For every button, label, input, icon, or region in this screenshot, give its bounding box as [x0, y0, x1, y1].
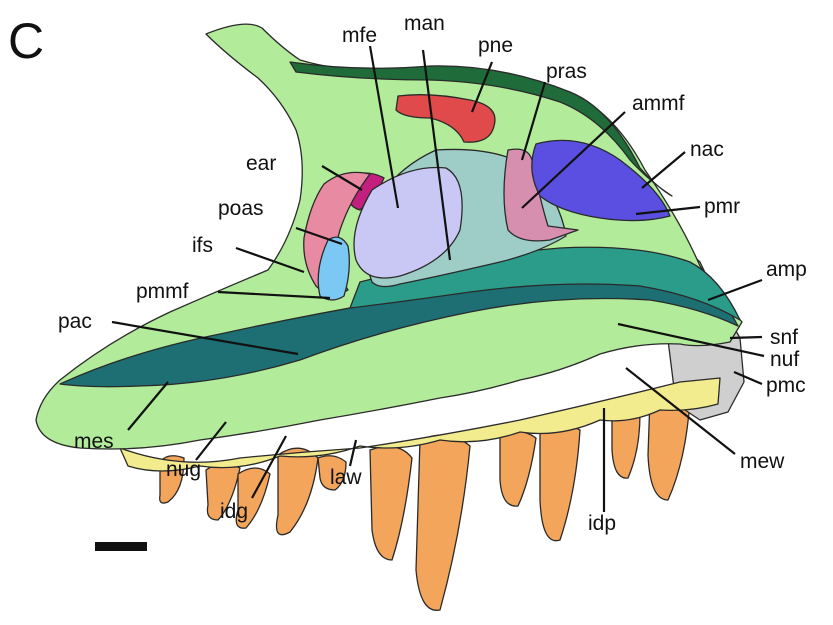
label-nuf: nuf: [770, 348, 799, 371]
label-pne: pne: [478, 34, 513, 57]
tooth: [500, 431, 536, 506]
label-pras: pras: [546, 60, 587, 83]
tooth: [540, 425, 580, 541]
label-nac: nac: [690, 138, 724, 161]
leader-snf: [730, 337, 762, 338]
tooth: [416, 435, 470, 610]
label-amp: amp: [766, 258, 807, 281]
label-poas: poas: [218, 197, 264, 220]
label-ear: ear: [246, 152, 276, 175]
scale-bar: [95, 542, 147, 551]
label-ammf: ammf: [632, 92, 685, 115]
label-pmmf: pmmf: [136, 280, 189, 303]
tooth: [277, 448, 319, 535]
leader-law: [350, 440, 356, 466]
label-idp: idp: [588, 512, 616, 535]
label-idg: idg: [220, 500, 248, 523]
label-snf: snf: [770, 326, 798, 349]
leader-nac: [642, 152, 685, 188]
label-man: man: [404, 12, 445, 35]
panel-letter: C: [8, 13, 44, 69]
label-mfe: mfe: [342, 24, 377, 47]
label-mes: mes: [74, 430, 114, 453]
label-law: law: [330, 466, 362, 489]
label-pmr: pmr: [704, 195, 740, 218]
label-pmc: pmc: [766, 374, 806, 397]
label-ifs: ifs: [192, 234, 213, 257]
label-pac: pac: [58, 310, 92, 333]
label-mew: mew: [740, 450, 785, 473]
label-nug: nug: [166, 458, 201, 481]
tooth: [370, 446, 412, 560]
